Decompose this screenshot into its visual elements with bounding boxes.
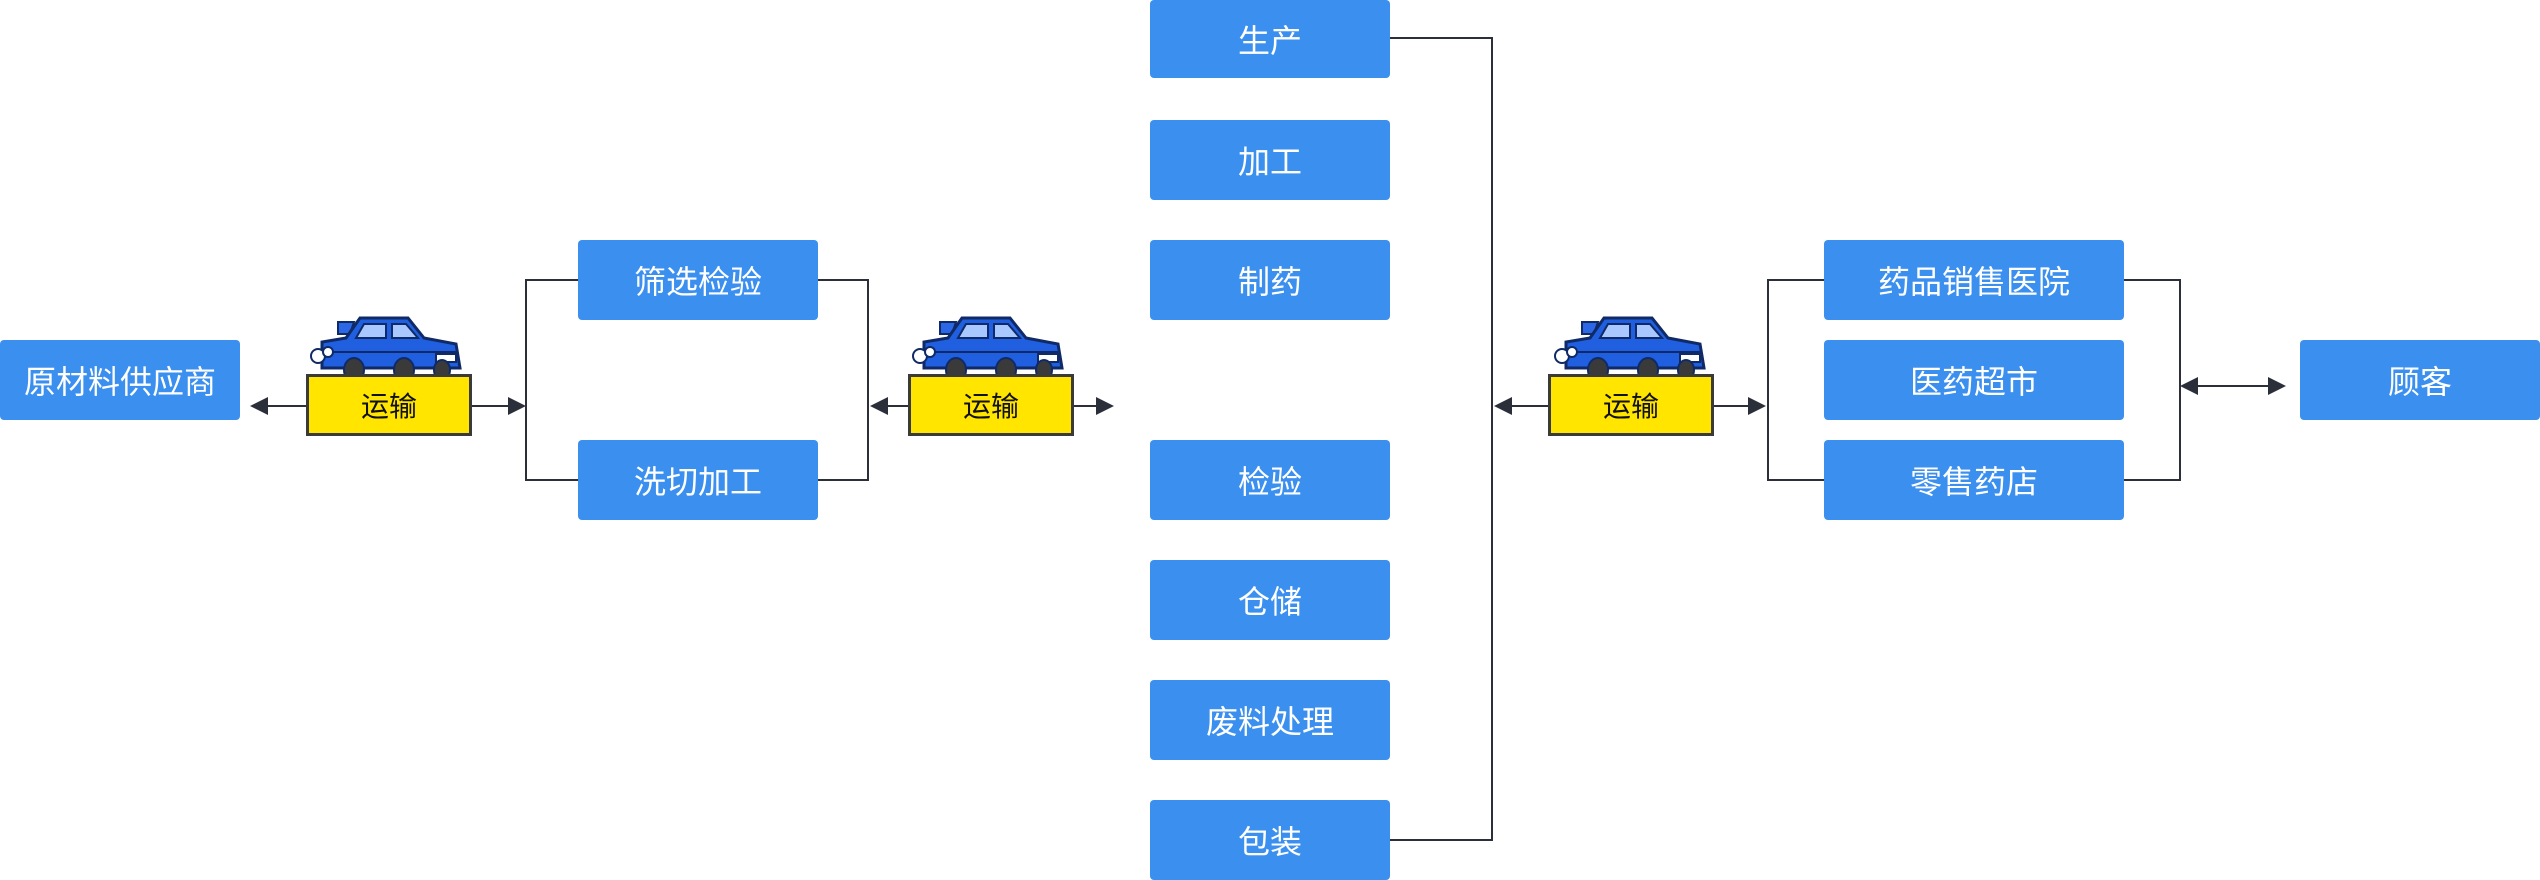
node-hospital: 药品销售医院 bbox=[1824, 240, 2124, 320]
node-pharma: 制药 bbox=[1150, 240, 1390, 320]
arrowhead-icon bbox=[2268, 377, 2286, 395]
arrowhead-icon bbox=[1494, 397, 1512, 415]
arrowhead-icon bbox=[1096, 397, 1114, 415]
car-icon bbox=[310, 316, 462, 383]
node-supplier: 原材料供应商 bbox=[0, 340, 240, 420]
node-customer: 顾客 bbox=[2300, 340, 2540, 420]
car-icon bbox=[912, 316, 1064, 383]
node-storage: 仓储 bbox=[1150, 560, 1390, 640]
node-inspection: 检验 bbox=[1150, 440, 1390, 520]
node-screening: 筛选检验 bbox=[578, 240, 818, 320]
node-packaging: 包装 bbox=[1150, 800, 1390, 880]
node-pharmacy: 零售药店 bbox=[1824, 440, 2124, 520]
arrowhead-icon bbox=[250, 397, 268, 415]
arrowhead-icon bbox=[2180, 377, 2198, 395]
arrowhead-icon bbox=[1748, 397, 1766, 415]
transport-label-1: 运输 bbox=[306, 374, 472, 436]
node-supermarket: 医药超市 bbox=[1824, 340, 2124, 420]
node-waste: 废料处理 bbox=[1150, 680, 1390, 760]
car-icon bbox=[1554, 316, 1706, 383]
node-washing: 洗切加工 bbox=[578, 440, 818, 520]
arrowhead-icon bbox=[870, 397, 888, 415]
transport-label-2: 运输 bbox=[908, 374, 1074, 436]
node-processing: 加工 bbox=[1150, 120, 1390, 200]
node-production: 生产 bbox=[1150, 0, 1390, 78]
connector-3 bbox=[1390, 37, 1748, 841]
transport-label-3: 运输 bbox=[1548, 374, 1714, 436]
connector-4 bbox=[1767, 279, 2268, 481]
arrowhead-icon bbox=[508, 397, 526, 415]
connector-2 bbox=[818, 279, 1098, 481]
